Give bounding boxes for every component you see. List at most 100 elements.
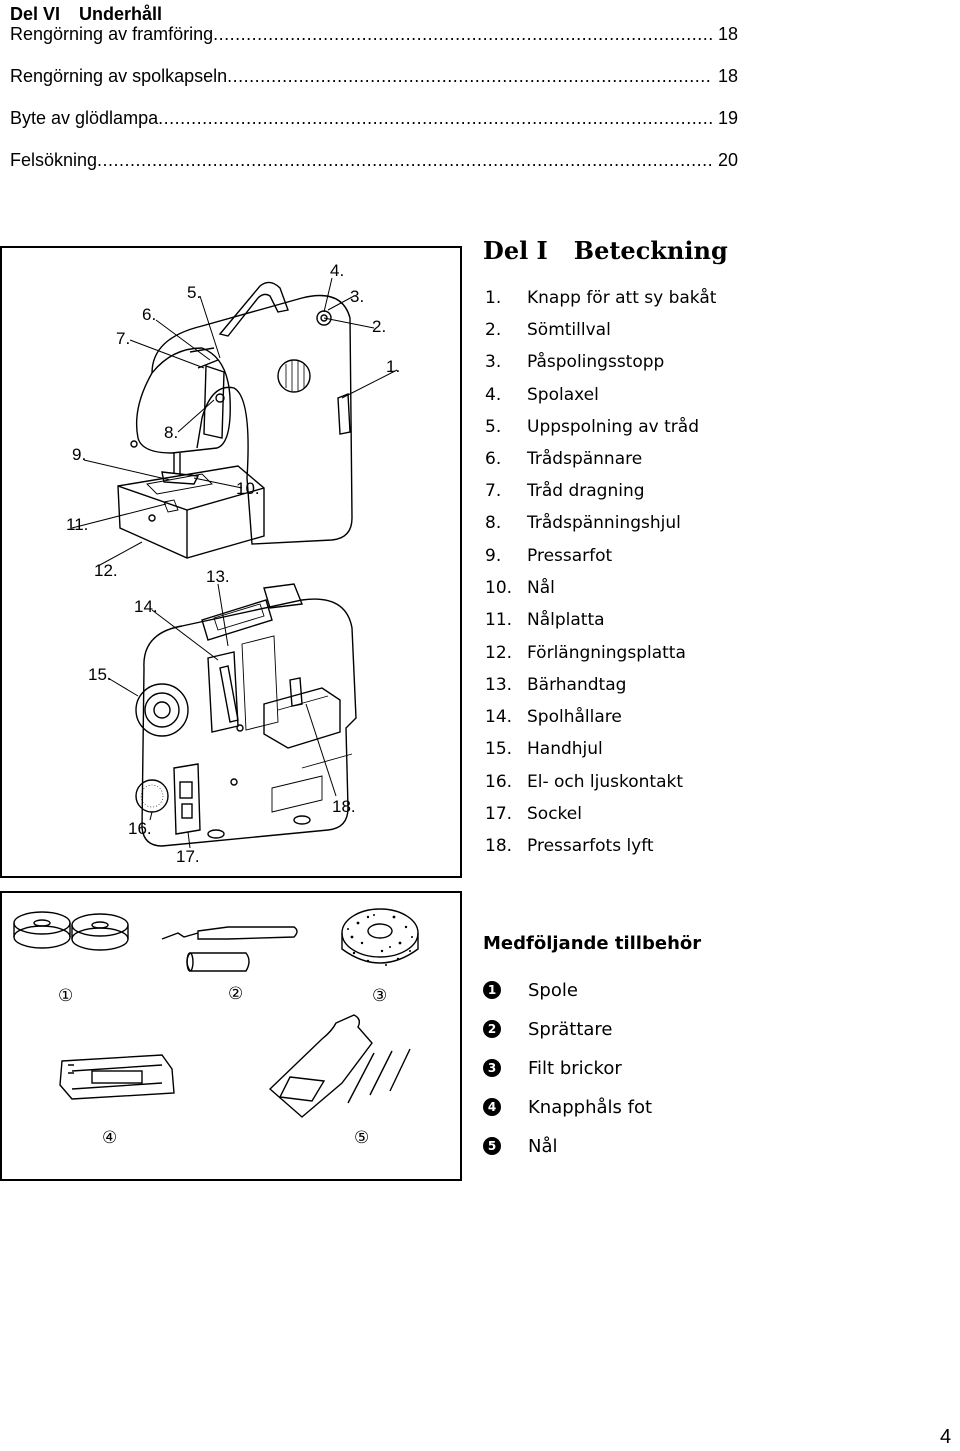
diagram-label: 11. bbox=[66, 515, 88, 534]
accessory-item: 5 Nål bbox=[483, 1132, 558, 1160]
toc-entry-page: 20 bbox=[717, 150, 738, 170]
legend-label: El- och ljuskontakt bbox=[527, 772, 684, 792]
legend-item: 17.Sockel bbox=[485, 804, 582, 830]
toc-leader bbox=[97, 150, 712, 171]
toc-entry-title: Byte av glödlampa bbox=[10, 108, 159, 128]
legend-label: Tråd dragning bbox=[527, 481, 645, 501]
accessory-item: 3 Filt brickor bbox=[483, 1054, 622, 1082]
figure-mark: ① bbox=[58, 986, 73, 1005]
legend-label: Trådspänningshjul bbox=[527, 513, 681, 533]
legend-number: 7. bbox=[485, 481, 502, 501]
figure-mark: ⑤ bbox=[354, 1128, 369, 1147]
legend-item: 11.Nålplatta bbox=[485, 610, 605, 636]
accessory-label: Sprättare bbox=[528, 1018, 613, 1040]
legend-number: 4. bbox=[485, 385, 502, 405]
legend-number: 5. bbox=[485, 417, 502, 437]
figure-marks: ① ② ③ ④ ⑤ bbox=[58, 984, 387, 1147]
legend-item: 18.Pressarfots lyft bbox=[485, 836, 654, 862]
sewing-machine-diagram: 1. 2. 3. 4. 5. 6. 7. 8. 9. 10. 11. 12. 1… bbox=[0, 246, 462, 878]
toc-leader bbox=[158, 108, 712, 129]
accessory-label: Filt brickor bbox=[528, 1057, 622, 1079]
diagram-label: 1. bbox=[386, 357, 400, 376]
legend-label: Pressarfot bbox=[527, 546, 613, 566]
legend-item: 5. Uppspolning av tråd bbox=[485, 417, 699, 443]
legend-item: 3. Påspolingsstopp bbox=[485, 352, 664, 378]
toc-entry-page: 18 bbox=[717, 66, 738, 86]
legend-label: Knapp för att sy bakåt bbox=[527, 288, 717, 308]
sewing-machine-illustration: 1. 2. 3. 4. 5. 6. 7. 8. 9. 10. 11. 12. 1… bbox=[66, 261, 400, 866]
diagram-label: 12. bbox=[94, 561, 118, 580]
toc-leader bbox=[213, 24, 712, 45]
legend-number: 9. bbox=[485, 546, 502, 566]
toc-entry-page: 18 bbox=[717, 24, 738, 44]
accessory-mark: 3 bbox=[483, 1059, 501, 1077]
legend-item: 2.Sömtillval bbox=[485, 320, 611, 346]
legend-number: 13. bbox=[485, 675, 513, 695]
toc-section: Underhåll bbox=[79, 4, 163, 24]
legend-item: 4. Spolaxel bbox=[485, 385, 599, 411]
legend-item: 13. Bärhandtag bbox=[485, 675, 626, 701]
toc-part: Del VI bbox=[10, 4, 61, 24]
diagram-label: 10. bbox=[236, 479, 260, 498]
diagram-label: 7. bbox=[116, 329, 130, 348]
legend-number: 3. bbox=[485, 352, 502, 372]
accessories-title: Medföljande tillbehör bbox=[483, 933, 702, 954]
diagram-label: 16. bbox=[128, 819, 152, 838]
buttonhole-foot-icon bbox=[59, 1054, 175, 1100]
legend-label: Sockel bbox=[527, 804, 582, 824]
toc-entry-page: 19 bbox=[717, 108, 738, 128]
diagram-label: 17. bbox=[176, 847, 200, 866]
seam-ripper-icon bbox=[161, 926, 298, 972]
toc-heading: Del VI Underhåll bbox=[10, 4, 738, 26]
accessory-mark: 4 bbox=[483, 1098, 501, 1116]
legend-number: 11. bbox=[485, 610, 513, 630]
accessory-mark: 5 bbox=[483, 1137, 501, 1155]
legend-number: 14. bbox=[485, 707, 513, 727]
toc-entry: Byte av glödlampa 19 bbox=[10, 108, 738, 132]
toc-entry-title: Rengörning av framföring bbox=[10, 24, 214, 44]
legend-label: Påspolingsstopp bbox=[527, 352, 665, 372]
legend-part: Del I bbox=[483, 236, 548, 265]
needle-pack-icon bbox=[268, 1014, 411, 1118]
toc-entry: Rengörning av spolkapseln 18 bbox=[10, 66, 738, 90]
toc-entry: Felsökning 20 bbox=[10, 150, 738, 174]
diagram-label: 3. bbox=[350, 287, 364, 306]
diagram-label: 2. bbox=[372, 317, 386, 336]
legend-label: Uppspolning av tråd bbox=[527, 417, 700, 437]
legend-label: Förlängningsplatta bbox=[527, 643, 686, 663]
machine-back-view bbox=[107, 583, 357, 849]
legend-label: Nål bbox=[527, 578, 555, 598]
legend-item: 1. Knapp för att sy bakåt bbox=[485, 288, 716, 314]
legend-label: Bärhandtag bbox=[527, 675, 627, 695]
accessory-label: Spole bbox=[528, 979, 578, 1001]
legend-item: 7. Tråd dragning bbox=[485, 481, 645, 507]
legend-number: 16. bbox=[485, 772, 513, 792]
legend-item: 15.Handhjul bbox=[485, 739, 603, 765]
legend-number: 10. bbox=[485, 578, 513, 598]
accessory-label: Knapphåls fot bbox=[528, 1096, 653, 1118]
legend-label: Sömtillval bbox=[527, 320, 611, 340]
legend-number: 18. bbox=[485, 836, 513, 856]
accessories-illustration: ① ② ③ ④ ⑤ bbox=[13, 908, 419, 1147]
legend-number: 8. bbox=[485, 513, 502, 533]
toc-entry-title: Felsökning bbox=[10, 150, 98, 170]
legend-number: 12. bbox=[485, 643, 513, 663]
legend-item: 14. Spolhållare bbox=[485, 707, 622, 733]
legend-label: Trådspännare bbox=[527, 449, 643, 469]
legend-label: Handhjul bbox=[527, 739, 603, 759]
diagram-label: 8. bbox=[164, 423, 178, 442]
legend-label: Spolhållare bbox=[527, 707, 622, 727]
legend-number: 1. bbox=[485, 288, 502, 308]
legend-item: 6. Trådspännare bbox=[485, 449, 642, 475]
accessories-figure: ① ② ③ ④ ⑤ bbox=[0, 891, 462, 1181]
diagram-labels: 1. 2. 3. 4. 5. 6. 7. 8. 9. 10. 11. 12. 1… bbox=[66, 261, 400, 866]
legend-item: 9. Pressarfot bbox=[485, 546, 612, 572]
legend-label: Spolaxel bbox=[527, 385, 599, 405]
legend-item: 10. Nål bbox=[485, 578, 555, 604]
diagram-label: 18. bbox=[332, 797, 356, 816]
toc-leader bbox=[227, 66, 712, 87]
accessory-label: Nål bbox=[528, 1135, 558, 1157]
legend-number: 6. bbox=[485, 449, 502, 469]
legend-item: 16. El- och ljuskontakt bbox=[485, 772, 683, 798]
figure-mark: ③ bbox=[372, 986, 387, 1005]
